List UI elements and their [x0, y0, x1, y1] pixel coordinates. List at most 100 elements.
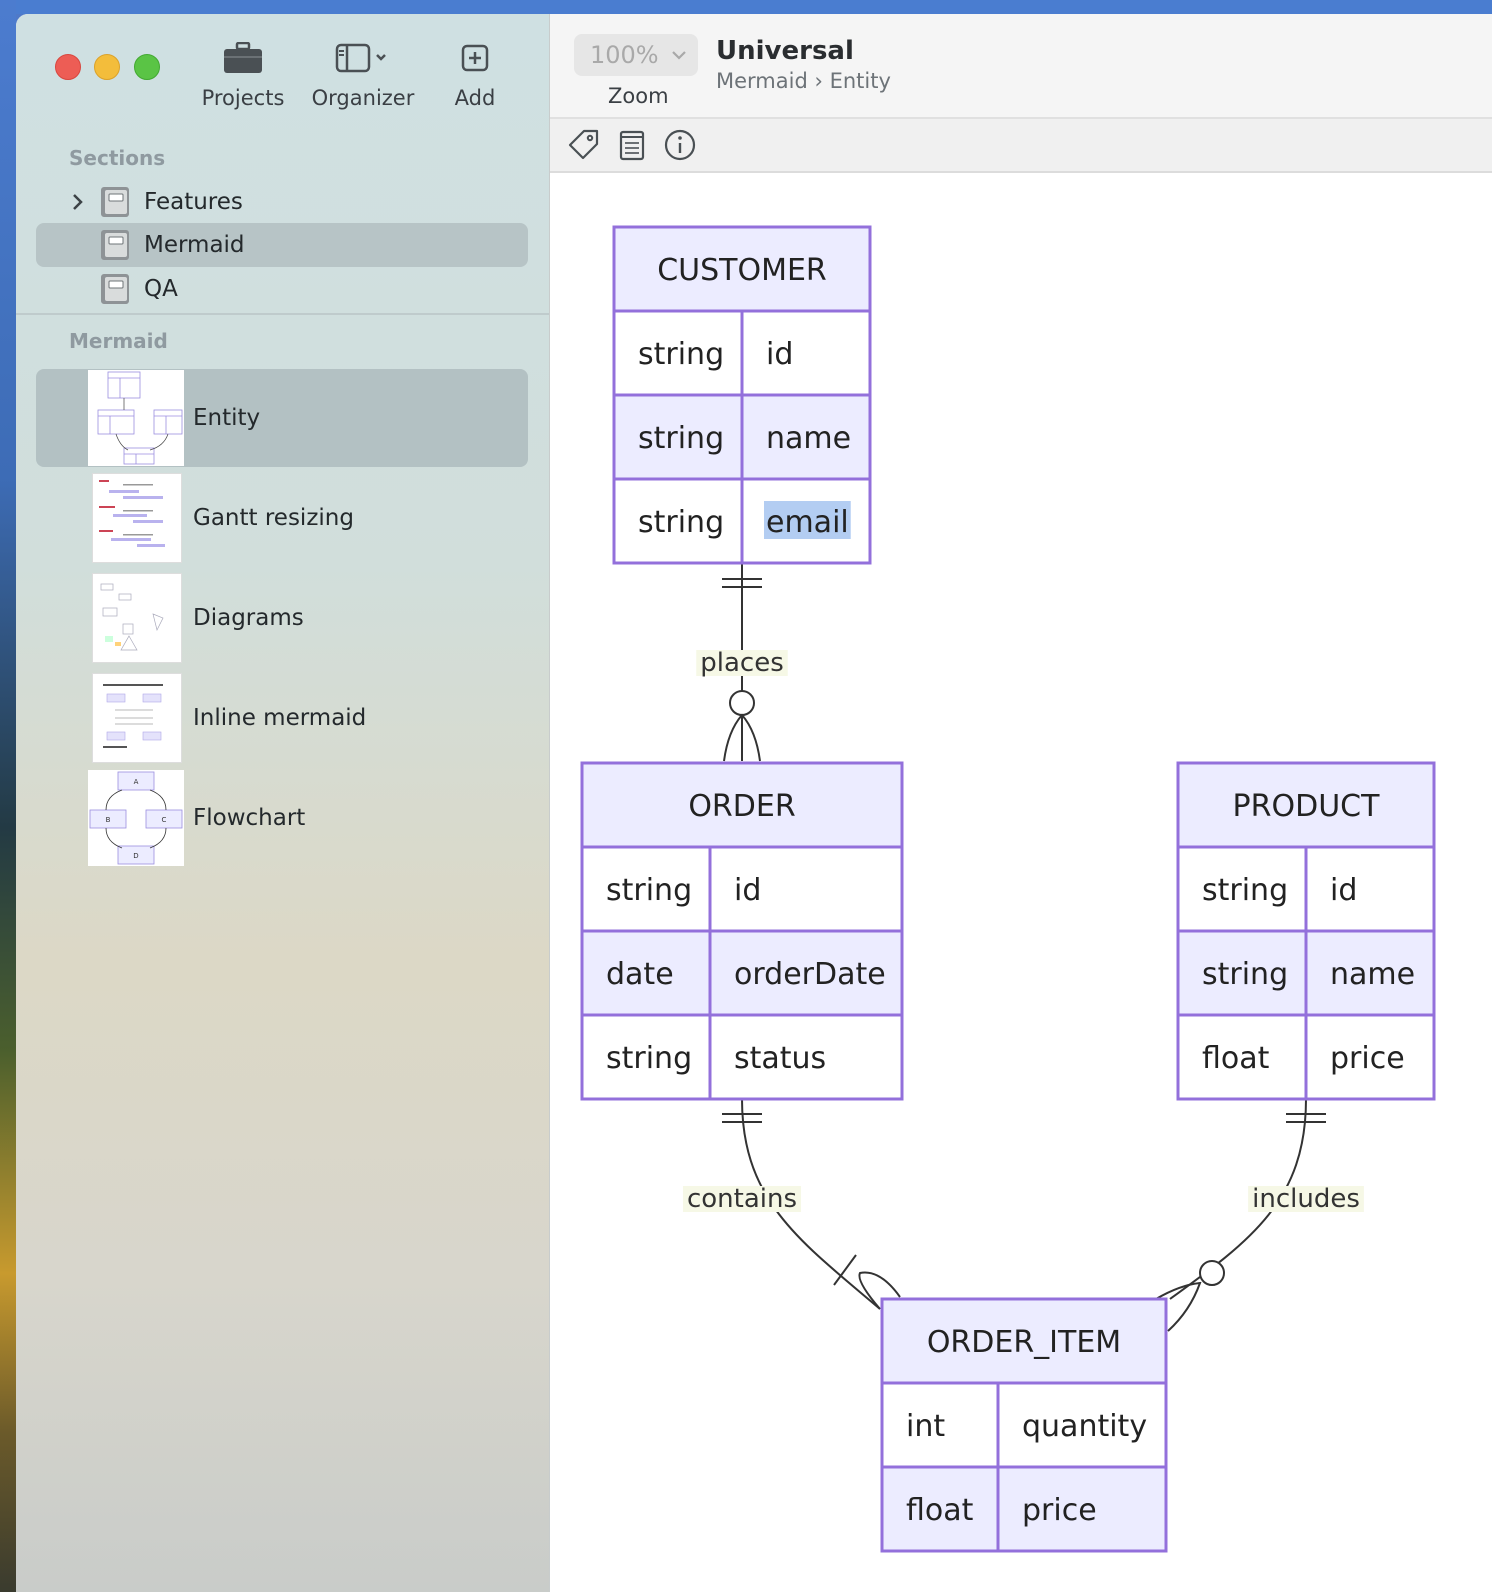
relationship-line — [1169, 1098, 1307, 1300]
svg-text:contains: contains — [687, 1184, 797, 1214]
projects-button[interactable]: Projects — [196, 36, 290, 110]
doc-label: Entity — [193, 405, 261, 431]
attribute-type: int — [906, 1409, 945, 1444]
notebook-icon — [101, 230, 129, 260]
add-button[interactable]: Add — [442, 36, 508, 110]
organizer-label: Organizer — [311, 86, 415, 110]
app-window: Projects Organizer — [16, 14, 1492, 1592]
entity-name: ORDER — [688, 789, 795, 824]
section-label: Mermaid — [144, 232, 245, 258]
editor-pane: 100% Zoom Universal Mermaid › Entity — [550, 14, 1492, 1592]
breadcrumb: Mermaid › Entity — [716, 69, 891, 93]
add-label: Add — [454, 86, 496, 110]
minimize-window-button[interactable] — [94, 54, 120, 80]
doc-thumbnail — [92, 473, 182, 563]
attribute-name: name — [766, 421, 851, 456]
format-bar — [550, 119, 1492, 173]
sidebar-divider — [16, 313, 549, 315]
cardinality-mark — [1155, 1281, 1202, 1332]
chevron-right-icon[interactable] — [70, 190, 86, 214]
section-item-features[interactable]: Features — [36, 180, 528, 224]
breadcrumb-item[interactable]: Entity — [829, 69, 891, 93]
zoom-select[interactable]: 100% — [574, 34, 698, 76]
document-title: Universal — [716, 36, 854, 66]
attribute-type: string — [606, 873, 692, 908]
attribute-type: string — [1202, 957, 1288, 992]
breadcrumb-item[interactable]: Mermaid — [716, 69, 808, 93]
close-window-button[interactable] — [55, 54, 81, 80]
entity-name: CUSTOMER — [657, 253, 827, 288]
attribute-type-cell — [612, 393, 744, 481]
relationship-label: contains — [682, 1184, 802, 1214]
tag-icon[interactable] — [566, 127, 602, 163]
attribute-type: date — [606, 957, 674, 992]
desktop-wallpaper — [0, 0, 16, 1592]
entity-customer[interactable]: CUSTOMER string id string name string email — [612, 225, 872, 565]
er-diagram: places contains includes CUSTOMER string id st… — [580, 225, 1436, 1553]
attribute-type: string — [638, 421, 724, 456]
cardinality-markers — [722, 578, 1326, 1332]
attribute-name-cell — [1304, 845, 1436, 933]
entity-name: ORDER_ITEM — [927, 1325, 1121, 1360]
svg-text:includes: includes — [1252, 1184, 1360, 1214]
attribute-name-cell — [1304, 1013, 1436, 1101]
attribute-name-cell — [996, 1465, 1168, 1553]
zoom-label: Zoom — [608, 84, 669, 108]
doc-thumbnail — [88, 370, 184, 466]
info-icon[interactable] — [662, 127, 698, 163]
attribute-type: float — [1202, 1041, 1270, 1076]
organizer-button[interactable]: Organizer — [308, 36, 418, 110]
attribute-name: id — [766, 337, 793, 372]
doc-item-gantt-resizing[interactable]: Gantt resizing — [36, 469, 528, 567]
attribute-name: name — [1330, 957, 1415, 992]
relationship-line — [741, 1098, 881, 1310]
sidebar-toggle-icon — [308, 36, 418, 80]
sidebar: Projects Organizer — [16, 14, 550, 1592]
text-selection — [764, 501, 851, 539]
doc-item-inline-mermaid[interactable]: Inline mermaid — [36, 669, 528, 767]
attribute-type-cell — [612, 477, 744, 565]
relationship-label: places — [696, 648, 788, 678]
attribute-name: quantity — [1022, 1409, 1147, 1444]
svg-text:B: B — [106, 816, 111, 824]
attribute-name: price — [1022, 1493, 1097, 1528]
attribute-name: email — [766, 505, 849, 540]
doc-label: Diagrams — [193, 605, 304, 631]
relationship-label: includes — [1248, 1184, 1364, 1214]
doc-thumbnail — [92, 573, 182, 663]
attribute-type: string — [638, 505, 724, 540]
attribute-name: status — [734, 1041, 826, 1076]
section-item-qa[interactable]: QA — [36, 267, 528, 311]
projects-label: Projects — [201, 86, 285, 110]
doc-item-diagrams[interactable]: Diagrams — [36, 569, 528, 667]
cardinality-mark — [723, 713, 761, 762]
diagram-canvas[interactable]: places contains includes CUSTOMER string id st… — [550, 171, 1492, 1592]
svg-text:D: D — [133, 852, 138, 860]
attribute-type-cell — [1176, 1013, 1308, 1101]
sections-header: Sections — [69, 146, 166, 170]
cardinality-mark — [858, 1271, 901, 1310]
cardinality-mark — [729, 690, 755, 716]
attribute-type: float — [906, 1493, 974, 1528]
attribute-type: string — [606, 1041, 692, 1076]
notes-icon[interactable] — [614, 127, 650, 163]
doc-label: Flowchart — [193, 805, 306, 831]
doc-label: Inline mermaid — [193, 705, 367, 731]
attribute-name: price — [1330, 1041, 1405, 1076]
attribute-type-cell — [880, 1465, 1000, 1553]
section-label: QA — [144, 276, 178, 302]
attribute-name-cell — [708, 929, 904, 1017]
zoom-window-button[interactable] — [134, 54, 160, 80]
attribute-type: string — [638, 337, 724, 372]
notebook-icon — [101, 274, 129, 304]
section-item-mermaid[interactable]: Mermaid — [36, 223, 528, 267]
attribute-name: orderDate — [734, 957, 886, 992]
doc-label: Gantt resizing — [193, 505, 354, 531]
svg-text:C: C — [162, 816, 167, 824]
doc-item-entity[interactable]: Entity — [36, 369, 528, 467]
